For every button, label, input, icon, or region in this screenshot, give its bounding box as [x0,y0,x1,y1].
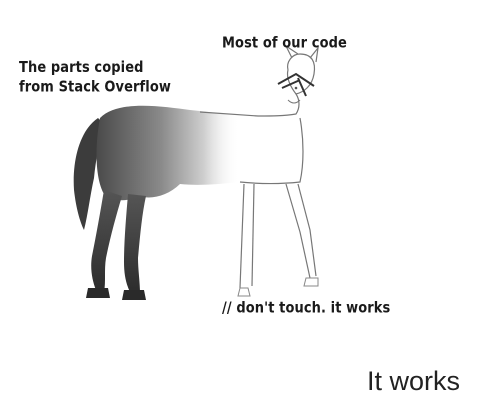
label-dont-touch: // don't touch. it works [222,300,391,318]
label-stack-overflow-line1: The parts copied [19,59,144,77]
meme-image: Most of our code The parts copied from S… [19,35,391,318]
horse-sketch-outline-icon [199,69,300,117]
horse-sketch-leg-icon [239,183,245,289]
label-stack-overflow-line2: from Stack Overflow [19,78,172,96]
horse-body-realistic-icon [96,105,240,201]
horse-drawing-icon [73,44,319,300]
horse-second-leg-icon [124,194,146,294]
label-most-code: Most of our code [222,35,347,53]
horse-tail-icon [73,118,104,230]
label-stack-overflow: The parts copied from Stack Overflow [19,58,171,97]
caption-text: It works [367,366,461,396]
horse-hind-leg-icon [91,190,122,292]
